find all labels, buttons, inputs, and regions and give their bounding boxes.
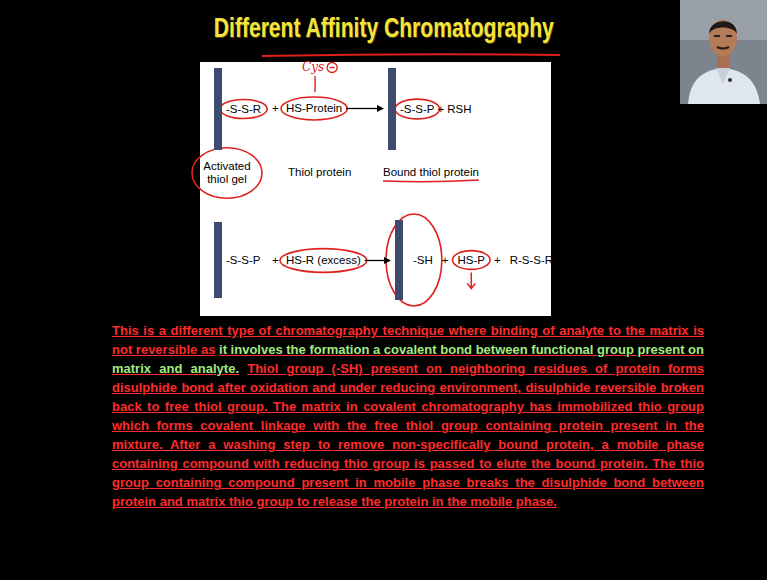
red-circle xyxy=(281,97,347,120)
diagram-panel: -S-S-RHS-Protein-S-S-P+RSH-S-S-PHS-R (ex… xyxy=(200,62,551,316)
red-circle xyxy=(192,148,262,198)
formula-text: + xyxy=(438,103,445,116)
presenter-photo xyxy=(680,0,767,104)
slide-title: Different Affinity Chromatography xyxy=(213,12,553,44)
plus-sign: + xyxy=(272,102,279,115)
formula-text: -S-S-P xyxy=(226,254,261,267)
formula-text: -S-S-R xyxy=(226,103,261,116)
plus-sign: + xyxy=(272,254,279,267)
matrix-bar xyxy=(214,222,222,298)
chem-group: -S-S-P+RSH xyxy=(388,68,472,150)
formula-text: HS-Protein xyxy=(286,102,342,115)
chem-group: HS-R (excess) xyxy=(286,254,361,267)
red-charge-symbol xyxy=(327,63,337,73)
annotation-text: Cys xyxy=(302,61,324,74)
chem-group: -SH + HS-P + R-S-S-R xyxy=(395,220,553,300)
formula-text: -S-S-P xyxy=(400,103,435,116)
caption-label: Bound thiol protein xyxy=(383,166,479,179)
annotation-layer xyxy=(200,62,551,316)
formula-text: HS-P xyxy=(458,254,485,267)
red-circle xyxy=(395,99,440,119)
title-box: Different Affinity Chromatography xyxy=(0,12,767,44)
reaction-arrow xyxy=(365,257,391,264)
chem-group: -S-S-R xyxy=(214,68,261,150)
red-circle xyxy=(220,99,267,118)
formula-text: + xyxy=(494,254,501,267)
chem-group: HS-Protein xyxy=(286,102,342,115)
arrow-head xyxy=(384,257,391,264)
red-arrow xyxy=(467,273,475,289)
red-leader xyxy=(314,76,315,92)
arrow-head xyxy=(377,105,384,112)
formula-text: + xyxy=(442,254,449,267)
formula-text: -SH xyxy=(413,254,433,267)
red-circle xyxy=(386,214,442,306)
description-paragraph: This is a different type of chromatograp… xyxy=(112,321,704,511)
formula-text: RSH xyxy=(447,103,471,116)
chem-group: -S-S-P xyxy=(214,222,261,298)
matrix-bar xyxy=(388,68,396,150)
formula-text: R-S-S-R xyxy=(510,254,553,267)
red-circle xyxy=(280,249,367,273)
arrow-line xyxy=(365,260,385,261)
paragraph-text: Thiol group (-SH) present on neighboring… xyxy=(112,361,704,509)
red-circle xyxy=(453,251,490,270)
red-charge-symbol xyxy=(330,67,335,68)
formula-text: HS-R (excess) xyxy=(286,254,361,267)
caption-label: Activated thiol gel xyxy=(198,160,256,186)
connector-layer xyxy=(200,62,551,316)
reaction-arrow xyxy=(346,105,384,112)
matrix-bar xyxy=(214,68,222,150)
caption-label: Thiol protein xyxy=(288,166,351,179)
red-underline xyxy=(383,180,479,182)
arrow-line xyxy=(346,108,378,109)
matrix-bar xyxy=(395,220,403,300)
